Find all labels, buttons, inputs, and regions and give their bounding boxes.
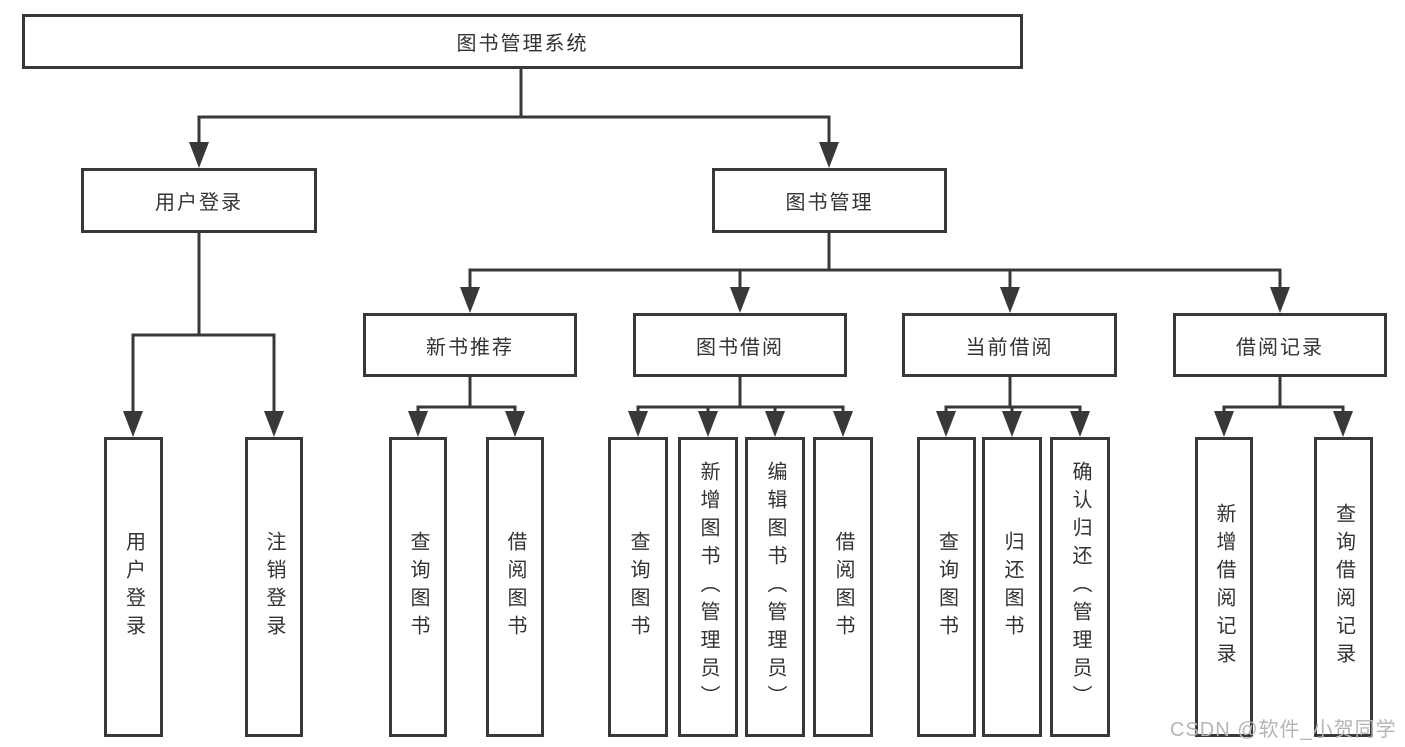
arrow-down-icon <box>123 411 143 437</box>
arrow-down-icon <box>1000 287 1020 313</box>
connector-book-borrowing-branch <box>628 377 853 437</box>
arrow-down-icon <box>189 142 209 168</box>
connector-borrowing-records-branch <box>1214 377 1353 437</box>
arrow-down-icon <box>1214 411 1234 437</box>
leaf-logout: 注销登录 <box>245 437 303 737</box>
watermark: CSDN @软件_小贺同学 <box>1170 719 1397 741</box>
leaf-borrowing-borrow-books: 借阅图书 <box>813 437 873 737</box>
leaf-records-add-record: 新增借阅记录 <box>1195 437 1253 737</box>
arrow-down-icon <box>833 411 853 437</box>
arrow-down-icon <box>264 411 284 437</box>
leaf-borrowing-edit-books-admin: 编辑图书（管理员） <box>745 437 805 737</box>
leaf-borrowing-add-books-admin: 新增图书（管理员） <box>678 437 738 737</box>
leaf-user-login: 用户登录 <box>104 437 163 737</box>
node-library-management-system: 图书管理系统 <box>22 14 1023 69</box>
arrow-down-icon <box>698 411 718 437</box>
connector-user-login-branch <box>123 233 284 437</box>
connector-current-borrowing-branch <box>936 377 1090 437</box>
node-user-login: 用户登录 <box>81 168 317 233</box>
leaf-recommend-borrow-books: 借阅图书 <box>486 437 544 737</box>
leaf-current-query-books: 查询图书 <box>917 437 976 737</box>
node-book-management: 图书管理 <box>712 168 947 233</box>
connector-root-branch <box>189 69 839 168</box>
arrow-down-icon <box>1070 411 1090 437</box>
leaf-records-query-record: 查询借阅记录 <box>1314 437 1373 737</box>
arrow-down-icon <box>730 287 750 313</box>
arrow-down-icon <box>505 411 525 437</box>
leaf-current-return-books: 归还图书 <box>982 437 1042 737</box>
leaf-current-confirm-return-admin: 确认归还（管理员） <box>1050 437 1110 737</box>
node-borrowing-records: 借阅记录 <box>1173 313 1387 377</box>
arrow-down-icon <box>819 142 839 168</box>
node-book-borrowing: 图书借阅 <box>633 313 847 377</box>
arrow-down-icon <box>1270 287 1290 313</box>
leaf-recommend-query-books: 查询图书 <box>389 437 447 737</box>
arrow-down-icon <box>1002 411 1022 437</box>
arrow-down-icon <box>628 411 648 437</box>
arrow-down-icon <box>460 287 480 313</box>
node-new-book-recommend: 新书推荐 <box>363 313 577 377</box>
leaf-borrowing-query-books: 查询图书 <box>608 437 668 737</box>
arrow-down-icon <box>936 411 956 437</box>
connector-new-book-recommend-branch <box>408 377 525 437</box>
arrow-down-icon <box>765 411 785 437</box>
node-current-borrowing: 当前借阅 <box>902 313 1117 377</box>
connector-book-management-branch <box>460 233 1290 313</box>
arrow-down-icon <box>408 411 428 437</box>
arrow-down-icon <box>1333 411 1353 437</box>
